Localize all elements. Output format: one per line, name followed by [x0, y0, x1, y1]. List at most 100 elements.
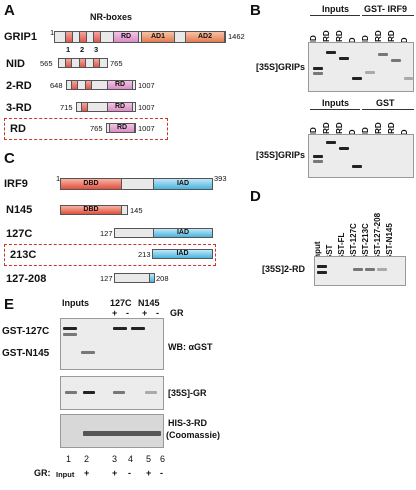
e-wb-gel: [60, 318, 164, 370]
d-band: [317, 265, 327, 268]
e-his-label: HIS-3-RD: [168, 418, 208, 428]
grip1-rd-domain: RD: [113, 31, 139, 43]
rd-start: 765: [90, 124, 103, 133]
nid-nr-1: [65, 58, 72, 68]
3rd-end: 1007: [138, 103, 155, 112]
nid-nr-2: [79, 58, 86, 68]
e-gr-gel: [60, 376, 164, 410]
e-band: [81, 351, 95, 354]
3rd-rd-domain: RD: [107, 102, 133, 112]
b-band: [313, 155, 323, 158]
grip1-label: GRIP1: [4, 31, 38, 43]
e-bottom-gr-label: GR:: [34, 468, 51, 478]
panel-d-letter: D: [250, 188, 261, 205]
d-row-label: [35S]2-RD: [262, 264, 306, 274]
e-gstn145-label: GST-N145: [2, 348, 50, 359]
panel-c-letter: C: [4, 150, 15, 167]
construct-3rd-label: 3-RD: [6, 102, 32, 114]
e-lane-1: 1: [66, 454, 72, 464]
e-gr-label: GR: [170, 308, 184, 318]
b-top-inputs: Inputs: [322, 4, 349, 14]
e-bottom-sign-2: +: [84, 468, 90, 478]
213c-highlight-box: [4, 244, 216, 266]
rd-rd-domain: RD: [109, 123, 135, 133]
irf9-dbd-domain: DBD: [60, 178, 122, 190]
b-band: [391, 59, 401, 62]
b-band: [313, 72, 323, 75]
127c-start: 127: [100, 229, 113, 238]
nid-bar: [58, 58, 108, 68]
b-top-row-label: [35S]GRIPs: [256, 62, 306, 72]
e-lane-3: 3: [112, 454, 118, 464]
d-band: [317, 271, 327, 274]
b-bottom-inputs-rule: [310, 109, 360, 110]
e-band: [145, 391, 157, 394]
b-band: [365, 71, 375, 74]
e-band: [113, 391, 125, 394]
nr-number-2: 2: [80, 45, 85, 54]
2rd-rd-domain: RD: [107, 80, 133, 90]
e-coomassie-gel: [60, 414, 164, 448]
213c-iad-domain: IAD: [152, 249, 213, 259]
2rd-nr-3: [85, 80, 92, 90]
irf9-iad-domain: IAD: [153, 178, 213, 190]
d-band: [377, 268, 387, 271]
nr-box-3: [93, 31, 101, 43]
b-bottom-row-label: [35S]GRIPs: [256, 150, 306, 160]
irf9-start: 1: [56, 174, 61, 183]
e-top-sign-6: -: [156, 308, 159, 318]
2rd-end: 1007: [138, 81, 155, 90]
b-band: [339, 57, 349, 60]
e-band: [131, 327, 145, 330]
nid-nr-3: [93, 58, 100, 68]
panel-b-letter: B: [250, 2, 261, 19]
b-band: [326, 51, 336, 54]
n145-bar: DBD: [60, 205, 128, 215]
nr-number-1: 1: [66, 45, 71, 54]
e-coomassie-band: [83, 431, 161, 436]
construct-nid-label: NID: [6, 58, 25, 70]
e-bottom-sign-3: +: [112, 468, 118, 478]
rd-end: 1007: [138, 124, 155, 133]
e-wb-label: WB: αGST: [168, 342, 213, 352]
b-band: [339, 147, 349, 150]
e-bottom-sign-4: -: [128, 468, 131, 478]
grip1-end: 1462: [228, 32, 245, 41]
e-top-sign-3: +: [112, 308, 118, 318]
e-inputs-label: Inputs: [62, 298, 89, 308]
nr-box-2: [79, 31, 87, 43]
irf9-bar: DBD IAD: [60, 178, 213, 190]
e-band: [65, 391, 77, 394]
construct-127-208-label: 127-208: [6, 273, 47, 285]
construct-127c-label: 127C: [6, 228, 33, 240]
2rd-nr-2: [71, 80, 78, 90]
213c-bar: IAD: [152, 249, 213, 259]
e-bottom-sign-5: +: [146, 468, 152, 478]
b-top-gst: GST- IRF9: [364, 4, 408, 14]
3rd-nr-3: [81, 102, 88, 112]
e-lane-2: 2: [84, 454, 90, 464]
d-gel: [314, 256, 406, 286]
grip1-bar: RD AD1 AD2: [54, 31, 226, 43]
e-col-n145: N145: [138, 298, 160, 308]
e-bottom-input: Input: [56, 470, 75, 479]
nr-number-3: 3: [94, 45, 99, 54]
e-lane-4: 4: [128, 454, 134, 464]
nid-end: 765: [110, 59, 123, 68]
b-bottom-inputs: Inputs: [322, 98, 349, 108]
n145-end: 145: [130, 206, 143, 215]
b-top-gel: [308, 42, 414, 92]
d-band: [365, 268, 375, 271]
e-gr35-label: [35S]-GR: [168, 388, 207, 398]
e-band: [63, 327, 77, 330]
e-top-sign-5: +: [142, 308, 148, 318]
nr-boxes-label: NR-boxes: [90, 12, 133, 22]
grip1-start: 1: [50, 28, 55, 37]
e-top-sign-4: -: [126, 308, 129, 318]
b-band: [378, 53, 388, 56]
b-top-inputs-rule: [310, 15, 360, 16]
b-band: [404, 77, 413, 80]
e-col-127c: 127C: [110, 298, 132, 308]
nr-box-1: [65, 31, 73, 43]
3rd-bar: RD: [76, 102, 136, 112]
